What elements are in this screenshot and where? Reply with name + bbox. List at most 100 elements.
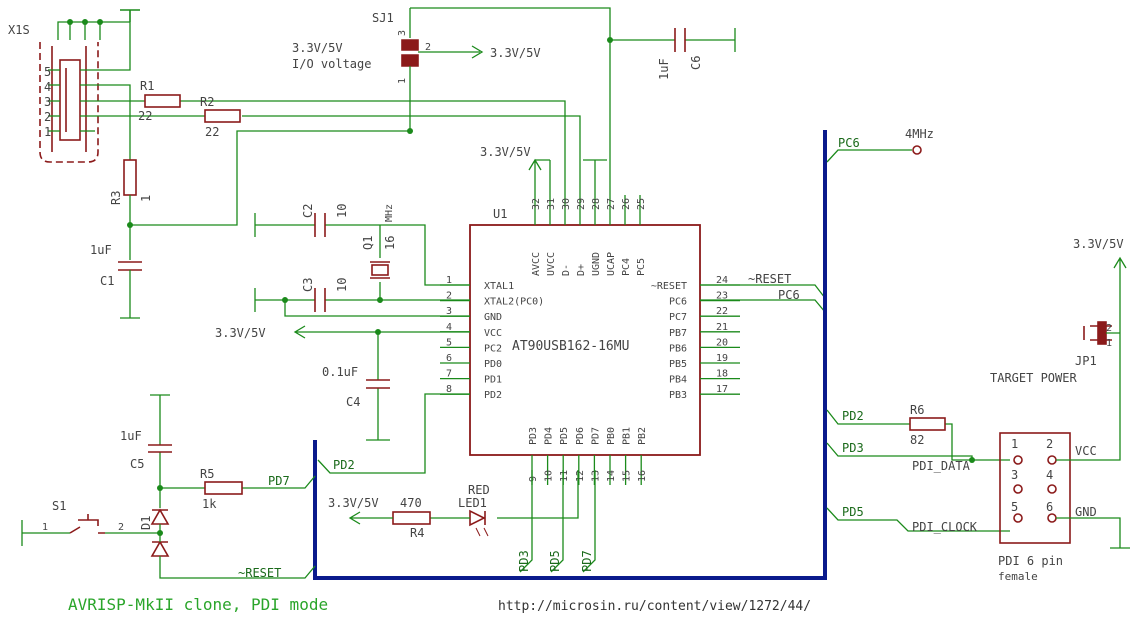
sj1-ref: SJ1 bbox=[372, 11, 394, 25]
d1-ref: D1 bbox=[139, 516, 153, 530]
u1-left-pin-num: 5 bbox=[446, 337, 452, 348]
u1-left-pin-name: XTAL2(PC0) bbox=[484, 297, 544, 308]
q1-ref: Q1 bbox=[361, 236, 375, 250]
u1-right-pin-num: 20 bbox=[716, 337, 728, 348]
capacitor-c1: 1uF C1 bbox=[90, 243, 142, 319]
pdi-pin-3: 3 bbox=[1011, 468, 1018, 482]
c4-value: 0.1uF bbox=[322, 365, 358, 379]
x1s-pin-5: 5 bbox=[44, 65, 51, 79]
u1-left-pin-num: 2 bbox=[446, 291, 452, 302]
u1-right-pin-name: PB5 bbox=[669, 359, 687, 370]
u1-right-pin-num: 18 bbox=[716, 369, 728, 380]
sj1-label-io: I/O voltage bbox=[292, 57, 371, 71]
x1s-ref: X1S bbox=[8, 23, 30, 37]
net-gnd: GND bbox=[1075, 505, 1097, 519]
pdi-header: 1 2 3 4 5 6 PDI 6 pin female bbox=[998, 432, 1071, 583]
u1-left-pin-name: GND bbox=[484, 312, 502, 323]
r6-ref: R6 bbox=[910, 403, 924, 417]
net-pd5: PD5 bbox=[548, 550, 562, 572]
pdi-pin-1: 1 bbox=[1011, 437, 1018, 451]
q1-unit: MHz bbox=[384, 204, 395, 222]
net-pd3: PD3 bbox=[517, 550, 531, 572]
pdi-pin-4: 4 bbox=[1046, 468, 1053, 482]
r1-value: 22 bbox=[138, 109, 152, 123]
u1-left-pin-name: PD2 bbox=[484, 390, 502, 401]
u1-bottom-pin-name: PD5 bbox=[559, 427, 570, 445]
u1-right-pin-name: PC7 bbox=[669, 312, 687, 323]
r6-value: 82 bbox=[910, 433, 924, 447]
u1-name: AT90USB162-16MU bbox=[512, 339, 629, 354]
u1-right-pin-num: 21 bbox=[716, 322, 728, 333]
r2-value: 22 bbox=[205, 125, 219, 139]
net-vcc-top: 3.3V/5V bbox=[480, 145, 531, 159]
pdi-pin-6: 6 bbox=[1046, 500, 1053, 514]
sj1-label-voltage: 3.3V/5V bbox=[292, 41, 343, 55]
capacitor-c4: 0.1uF C4 bbox=[322, 332, 390, 441]
source-url: http://microsin.ru/content/view/1272/44/ bbox=[498, 599, 811, 614]
u1-left-pin-name: PD1 bbox=[484, 375, 502, 386]
r5-value: 1k bbox=[202, 497, 217, 511]
u1-left-pin-num: 4 bbox=[446, 322, 452, 333]
u1-top-pin-name: AVCC bbox=[531, 252, 542, 276]
led1-color: RED bbox=[468, 483, 490, 497]
u1-top-pin-num: 31 bbox=[546, 198, 557, 210]
u1-bottom-pin-name: PB2 bbox=[637, 427, 648, 445]
u1-left-pin-num: 7 bbox=[446, 369, 452, 380]
c3-value: 10 bbox=[335, 278, 349, 292]
net-pd7-bottom: PD7 bbox=[580, 550, 594, 572]
u1-top-pin-name: PC5 bbox=[636, 258, 647, 276]
c3-ref: C3 bbox=[301, 278, 315, 292]
u1-right-pin-num: 22 bbox=[716, 306, 728, 317]
u1-bottom-pin-name: PB1 bbox=[622, 427, 633, 445]
u1-left-pin-name: PC2 bbox=[484, 343, 502, 354]
signal-bus bbox=[313, 130, 827, 580]
u1-bottom-pin-num: 12 bbox=[575, 470, 586, 482]
sj1-pin1: 1 bbox=[397, 78, 408, 84]
c5-ref: C5 bbox=[130, 457, 144, 471]
u1-right-pin-num: 24 bbox=[716, 275, 728, 286]
net-pd5-bus: PD5 bbox=[842, 505, 864, 519]
u1-top-pin-num: 25 bbox=[636, 198, 647, 210]
pdi-label-1: PDI 6 pin bbox=[998, 554, 1063, 568]
net-reset: ~RESET bbox=[748, 272, 791, 286]
diode-d1: D1 bbox=[139, 488, 316, 579]
jumper-jp1: 3.3V/5V 2 1 JP1 TARGET POWER bbox=[990, 237, 1127, 385]
c6-value: 1uF bbox=[657, 58, 671, 80]
u1-bottom-pin-name: PB0 bbox=[606, 427, 617, 445]
jp1-pin2: 2 bbox=[1106, 323, 1112, 334]
jp1-ref: JP1 bbox=[1075, 354, 1097, 368]
u1-left-pin-name: XTAL1 bbox=[484, 281, 514, 292]
u1-bottom-pin-name: PD6 bbox=[575, 427, 586, 445]
u1-top-pin-num: 27 bbox=[606, 198, 617, 210]
u1-top-pin-name: UCAP bbox=[606, 252, 617, 276]
capacitor-c5: 1uF C5 bbox=[120, 395, 172, 488]
r4-ref: R4 bbox=[410, 526, 424, 540]
u1-bottom-pin-num: 14 bbox=[606, 470, 617, 482]
u1-top-pin-num: 29 bbox=[576, 198, 587, 210]
u1-right-pin-num: 23 bbox=[716, 291, 728, 302]
u1-top-pin-name: D- bbox=[561, 264, 572, 276]
net-vcc-jp: 3.3V/5V bbox=[1073, 237, 1124, 251]
r4-value: 470 bbox=[400, 496, 422, 510]
resistor-r4: 470 R4 bbox=[392, 496, 431, 540]
u1-top-pins: 32AVCC31UVCC30D-29D+28UGND27UCAP26PC425P… bbox=[531, 195, 647, 276]
net-4mhz: 4MHz bbox=[905, 127, 934, 141]
capacitor-c3: C3 10 bbox=[301, 278, 349, 312]
x1s-pin-3: 3 bbox=[44, 95, 51, 109]
usb-connector-x1s: X1S 5 4 3 2 1 bbox=[8, 9, 140, 163]
q1-value: 16 bbox=[383, 236, 397, 250]
u1-right-pin-name: PB3 bbox=[669, 390, 687, 401]
x1s-pin-1: 1 bbox=[44, 125, 51, 139]
schematic-title: AVRISP-MkII clone, PDI mode bbox=[68, 595, 328, 614]
net-pd2: PD2 bbox=[333, 458, 355, 472]
led1-ref: LED1 bbox=[458, 496, 487, 510]
u1-left-pin-name: PD0 bbox=[484, 359, 502, 370]
u1-right-pin-name: ~RESET bbox=[651, 281, 687, 292]
pdi-pin-5: 5 bbox=[1011, 500, 1018, 514]
net-pdi-data: PDI_DATA bbox=[912, 459, 971, 473]
net-pd7: PD7 bbox=[268, 474, 290, 488]
c2-ref: C2 bbox=[301, 204, 315, 218]
jp1-pin1: 1 bbox=[1106, 338, 1112, 349]
u1-top-pin-num: 32 bbox=[531, 198, 542, 210]
